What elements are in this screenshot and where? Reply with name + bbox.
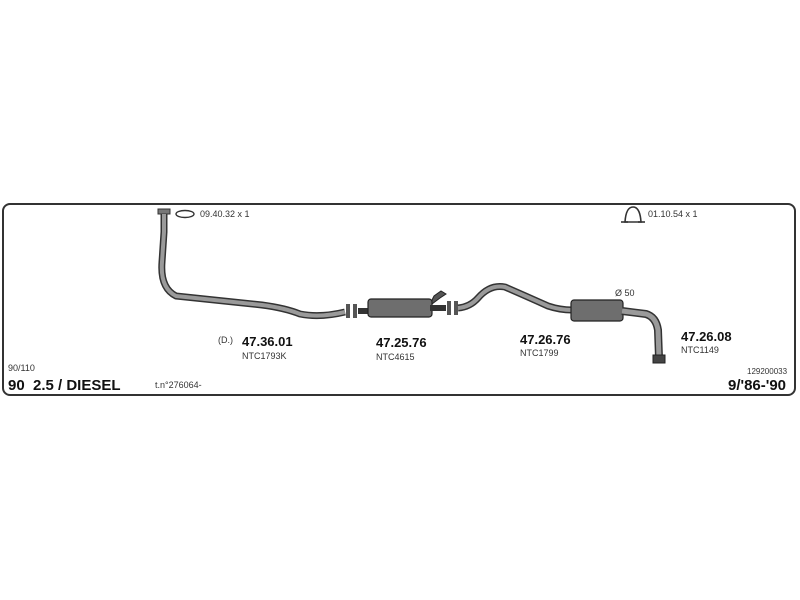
part-code: 47.26.08 xyxy=(681,329,732,344)
part-oe-number: NTC1149 xyxy=(681,345,719,355)
part-code: 47.26.76 xyxy=(520,332,571,347)
part-oe-number: NTC1799 xyxy=(520,348,559,358)
rear-silencer xyxy=(570,299,666,364)
intermediate-pipe xyxy=(457,283,573,314)
clamp-icon xyxy=(621,206,645,223)
middle-silencer xyxy=(358,290,447,318)
vehicle-model: 90 xyxy=(8,377,25,394)
gasket-icon xyxy=(175,209,195,219)
part-code: 47.36.01 xyxy=(242,334,293,349)
vehicle-variant: 90/110 xyxy=(8,363,35,373)
joint-clamp-2 xyxy=(447,301,458,315)
front-pipe xyxy=(158,214,346,320)
part-oe-number: NTC4615 xyxy=(376,352,415,362)
engine-label: 2.5 / DIESEL xyxy=(33,377,121,394)
accessory-gasket-label: 09.40.32 x 1 xyxy=(200,209,250,219)
joint-clamp-1 xyxy=(346,304,357,318)
catalog-reference: 129200033 xyxy=(747,367,788,376)
part-prefix: (D.) xyxy=(218,335,233,345)
accessory-clamp-label: 01.10.54 x 1 xyxy=(648,209,698,219)
part-oe-number: NTC1793K xyxy=(242,351,287,361)
part-code: 47.25.76 xyxy=(376,335,427,350)
pipe-diameter-label: Ø 50 xyxy=(615,288,635,298)
front-flange xyxy=(157,208,171,215)
production-years: 9/'86-'90 xyxy=(728,377,787,394)
chassis-number: t.n°276064- xyxy=(155,380,202,390)
